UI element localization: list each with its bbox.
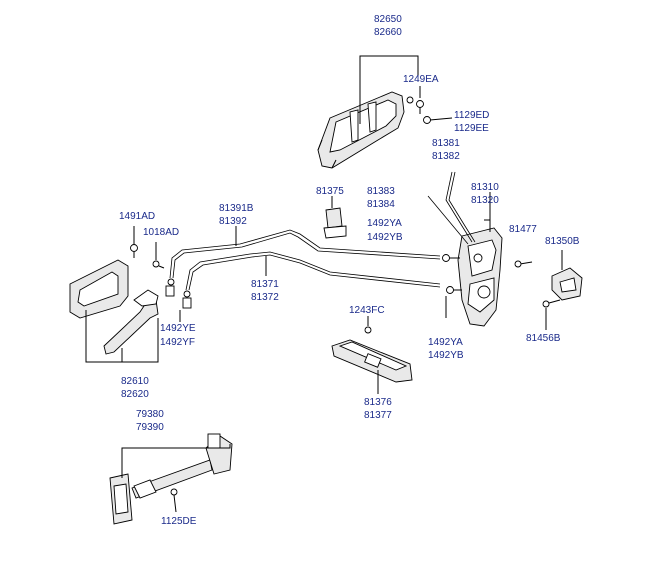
label-81376: 81376 [364, 397, 392, 408]
screw-1129ED [423, 116, 453, 124]
screw-1492YA-top [442, 254, 460, 262]
label-81382: 81382 [432, 151, 460, 162]
label-81320: 81320 [471, 195, 499, 206]
label-1492YA-top: 1492YA [367, 218, 402, 229]
label-82620: 82620 [121, 389, 149, 400]
label-1492YA-bot: 1492YA [428, 337, 463, 348]
label-81456B: 81456B [526, 333, 561, 344]
label-82660: 82660 [374, 27, 402, 38]
label-1125DE: 1125DE [161, 516, 197, 527]
label-79380: 79380 [136, 409, 164, 420]
screw-1492YA-bot [446, 286, 462, 294]
label-81350B: 81350B [545, 236, 580, 247]
rod-81381 [445, 171, 476, 243]
label-81310: 81310 [471, 182, 499, 193]
part-labels: 82650 82660 1249EA 1129ED 1129EE 81381 8… [119, 14, 580, 527]
label-1492YB-top: 1492YB [367, 232, 403, 243]
clip-81375 [323, 196, 347, 239]
label-1249EA: 1249EA [403, 74, 439, 85]
label-1018AD: 1018AD [143, 227, 179, 238]
screw-1249EA [416, 100, 424, 114]
door-checker-79380 [109, 433, 233, 525]
outside-door-handle [317, 91, 414, 169]
screw-1491AD [130, 226, 138, 258]
inside-door-handle [69, 259, 159, 355]
screw-1018AD [152, 242, 165, 269]
leader-79380 [121, 444, 231, 478]
label-81384: 81384 [367, 199, 395, 210]
label-81391B: 81391B [219, 203, 254, 214]
label-81383: 81383 [367, 186, 395, 197]
rods-81391B-81371 [165, 229, 441, 309]
screw-81456B [542, 299, 561, 330]
label-81477: 81477 [509, 224, 537, 235]
screw-81477 [514, 260, 533, 268]
striker-81350B [551, 250, 583, 301]
label-81377: 81377 [364, 410, 392, 421]
label-82610: 82610 [121, 376, 149, 387]
label-1492YF: 1492YF [160, 337, 195, 348]
bracket-81376 [331, 316, 413, 394]
label-81372: 81372 [251, 292, 279, 303]
label-1129EE: 1129EE [454, 123, 489, 134]
label-82650: 82650 [374, 14, 402, 25]
rod-81383 [427, 195, 469, 245]
label-81392: 81392 [219, 216, 247, 227]
label-81371: 81371 [251, 279, 279, 290]
label-1129ED: 1129ED [454, 110, 489, 121]
door-latch-assembly [457, 219, 503, 327]
label-1243FC: 1243FC [349, 305, 385, 316]
leader-82610 [85, 310, 159, 363]
label-81381: 81381 [432, 138, 460, 149]
label-79390: 79390 [136, 422, 164, 433]
label-81375: 81375 [316, 186, 344, 197]
leader-82650 [359, 55, 419, 124]
label-1492YE: 1492YE [160, 323, 196, 334]
label-1492YB-bot: 1492YB [428, 350, 464, 361]
label-1491AD: 1491AD [119, 211, 155, 222]
